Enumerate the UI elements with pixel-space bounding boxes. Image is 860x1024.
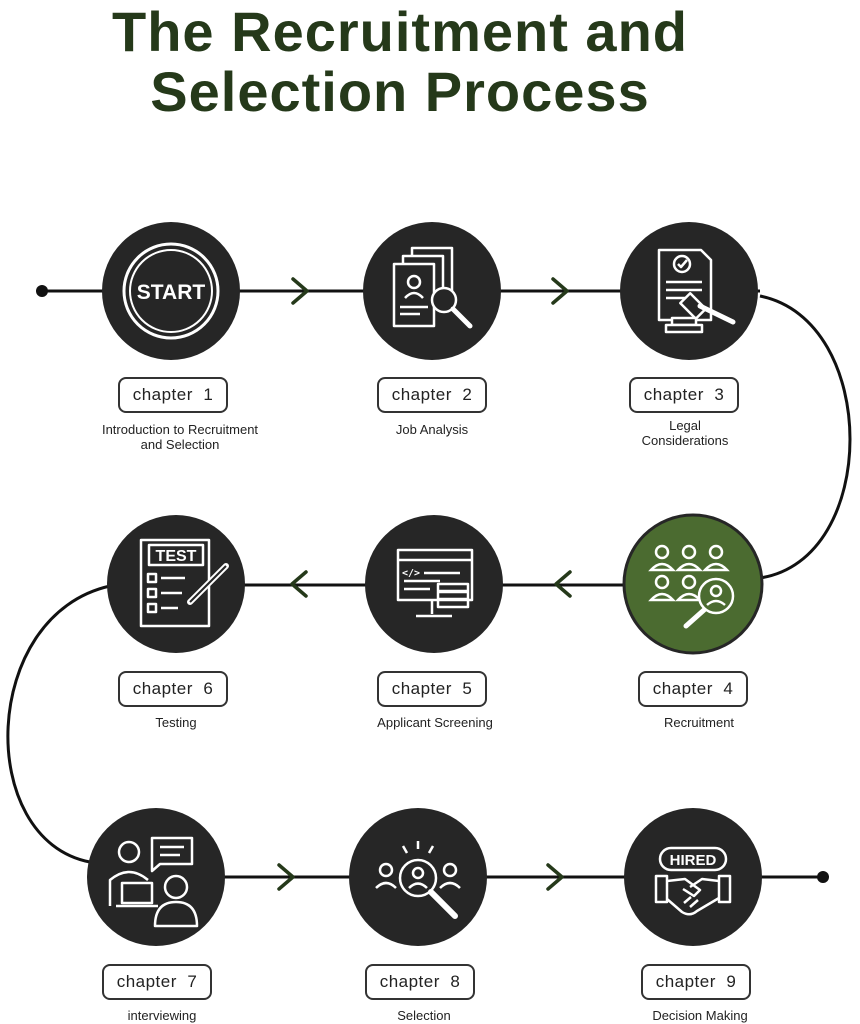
page-title-line-2: Selection Process — [150, 60, 650, 123]
people-search-icon — [648, 544, 735, 629]
step-caption-5: Applicant Screening — [377, 715, 493, 730]
start-icon-label: START — [137, 281, 206, 304]
page-title-line-1: The Recruitment and — [112, 0, 688, 63]
selection-icon — [375, 841, 461, 919]
step-caption-7: interviewing — [127, 1008, 197, 1023]
chapter-badge-4: chapter 4 — [638, 671, 748, 707]
step-caption-8: Selection — [397, 1008, 451, 1023]
step-caption-4: Recruitment — [663, 715, 735, 730]
hired-label: HIRED — [670, 852, 717, 869]
start-dot — [36, 285, 48, 297]
document-search-icon — [392, 246, 473, 329]
chapter-badge-5: chapter 5 — [377, 671, 487, 707]
arrow-right-icon — [291, 277, 309, 305]
step-caption-2: Job Analysis — [395, 422, 469, 437]
step-caption-6: Testing — [155, 715, 197, 730]
step-circle-4 — [622, 513, 764, 655]
code-tag-label: </> — [402, 568, 420, 579]
end-dot — [817, 871, 829, 883]
arrow-right-icon — [546, 863, 564, 891]
step-caption-9: Decision Making — [652, 1008, 748, 1023]
arrow-right-icon — [277, 863, 295, 891]
interview-icon — [108, 836, 199, 928]
test-label: TEST — [156, 548, 197, 565]
code-monitor-icon: </> — [396, 548, 474, 618]
chapter-badge-7: chapter 7 — [102, 964, 212, 1000]
step-circle-5 — [365, 515, 503, 653]
hired-handshake-icon: HIRED — [654, 846, 732, 916]
chapter-badge-8: chapter 8 — [365, 964, 475, 1000]
chapter-badge-3: chapter 3 — [629, 377, 739, 413]
step-circle-9 — [624, 808, 762, 946]
step-circle-1 — [102, 222, 240, 360]
arrow-left-icon — [554, 570, 572, 598]
step-circle-6 — [107, 515, 245, 653]
arrow-left-icon — [290, 570, 308, 598]
arrow-right-icon — [551, 277, 569, 305]
chapter-badge-6: chapter 6 — [118, 671, 228, 707]
legal-gavel-icon — [657, 248, 736, 334]
start-icon: START — [122, 242, 220, 340]
chapter-badge-9: chapter 9 — [641, 964, 751, 1000]
test-checklist-icon: TEST — [139, 538, 229, 628]
chapter-badge-2: chapter 2 — [377, 377, 487, 413]
chapter-badge-1: chapter 1 — [118, 377, 228, 413]
